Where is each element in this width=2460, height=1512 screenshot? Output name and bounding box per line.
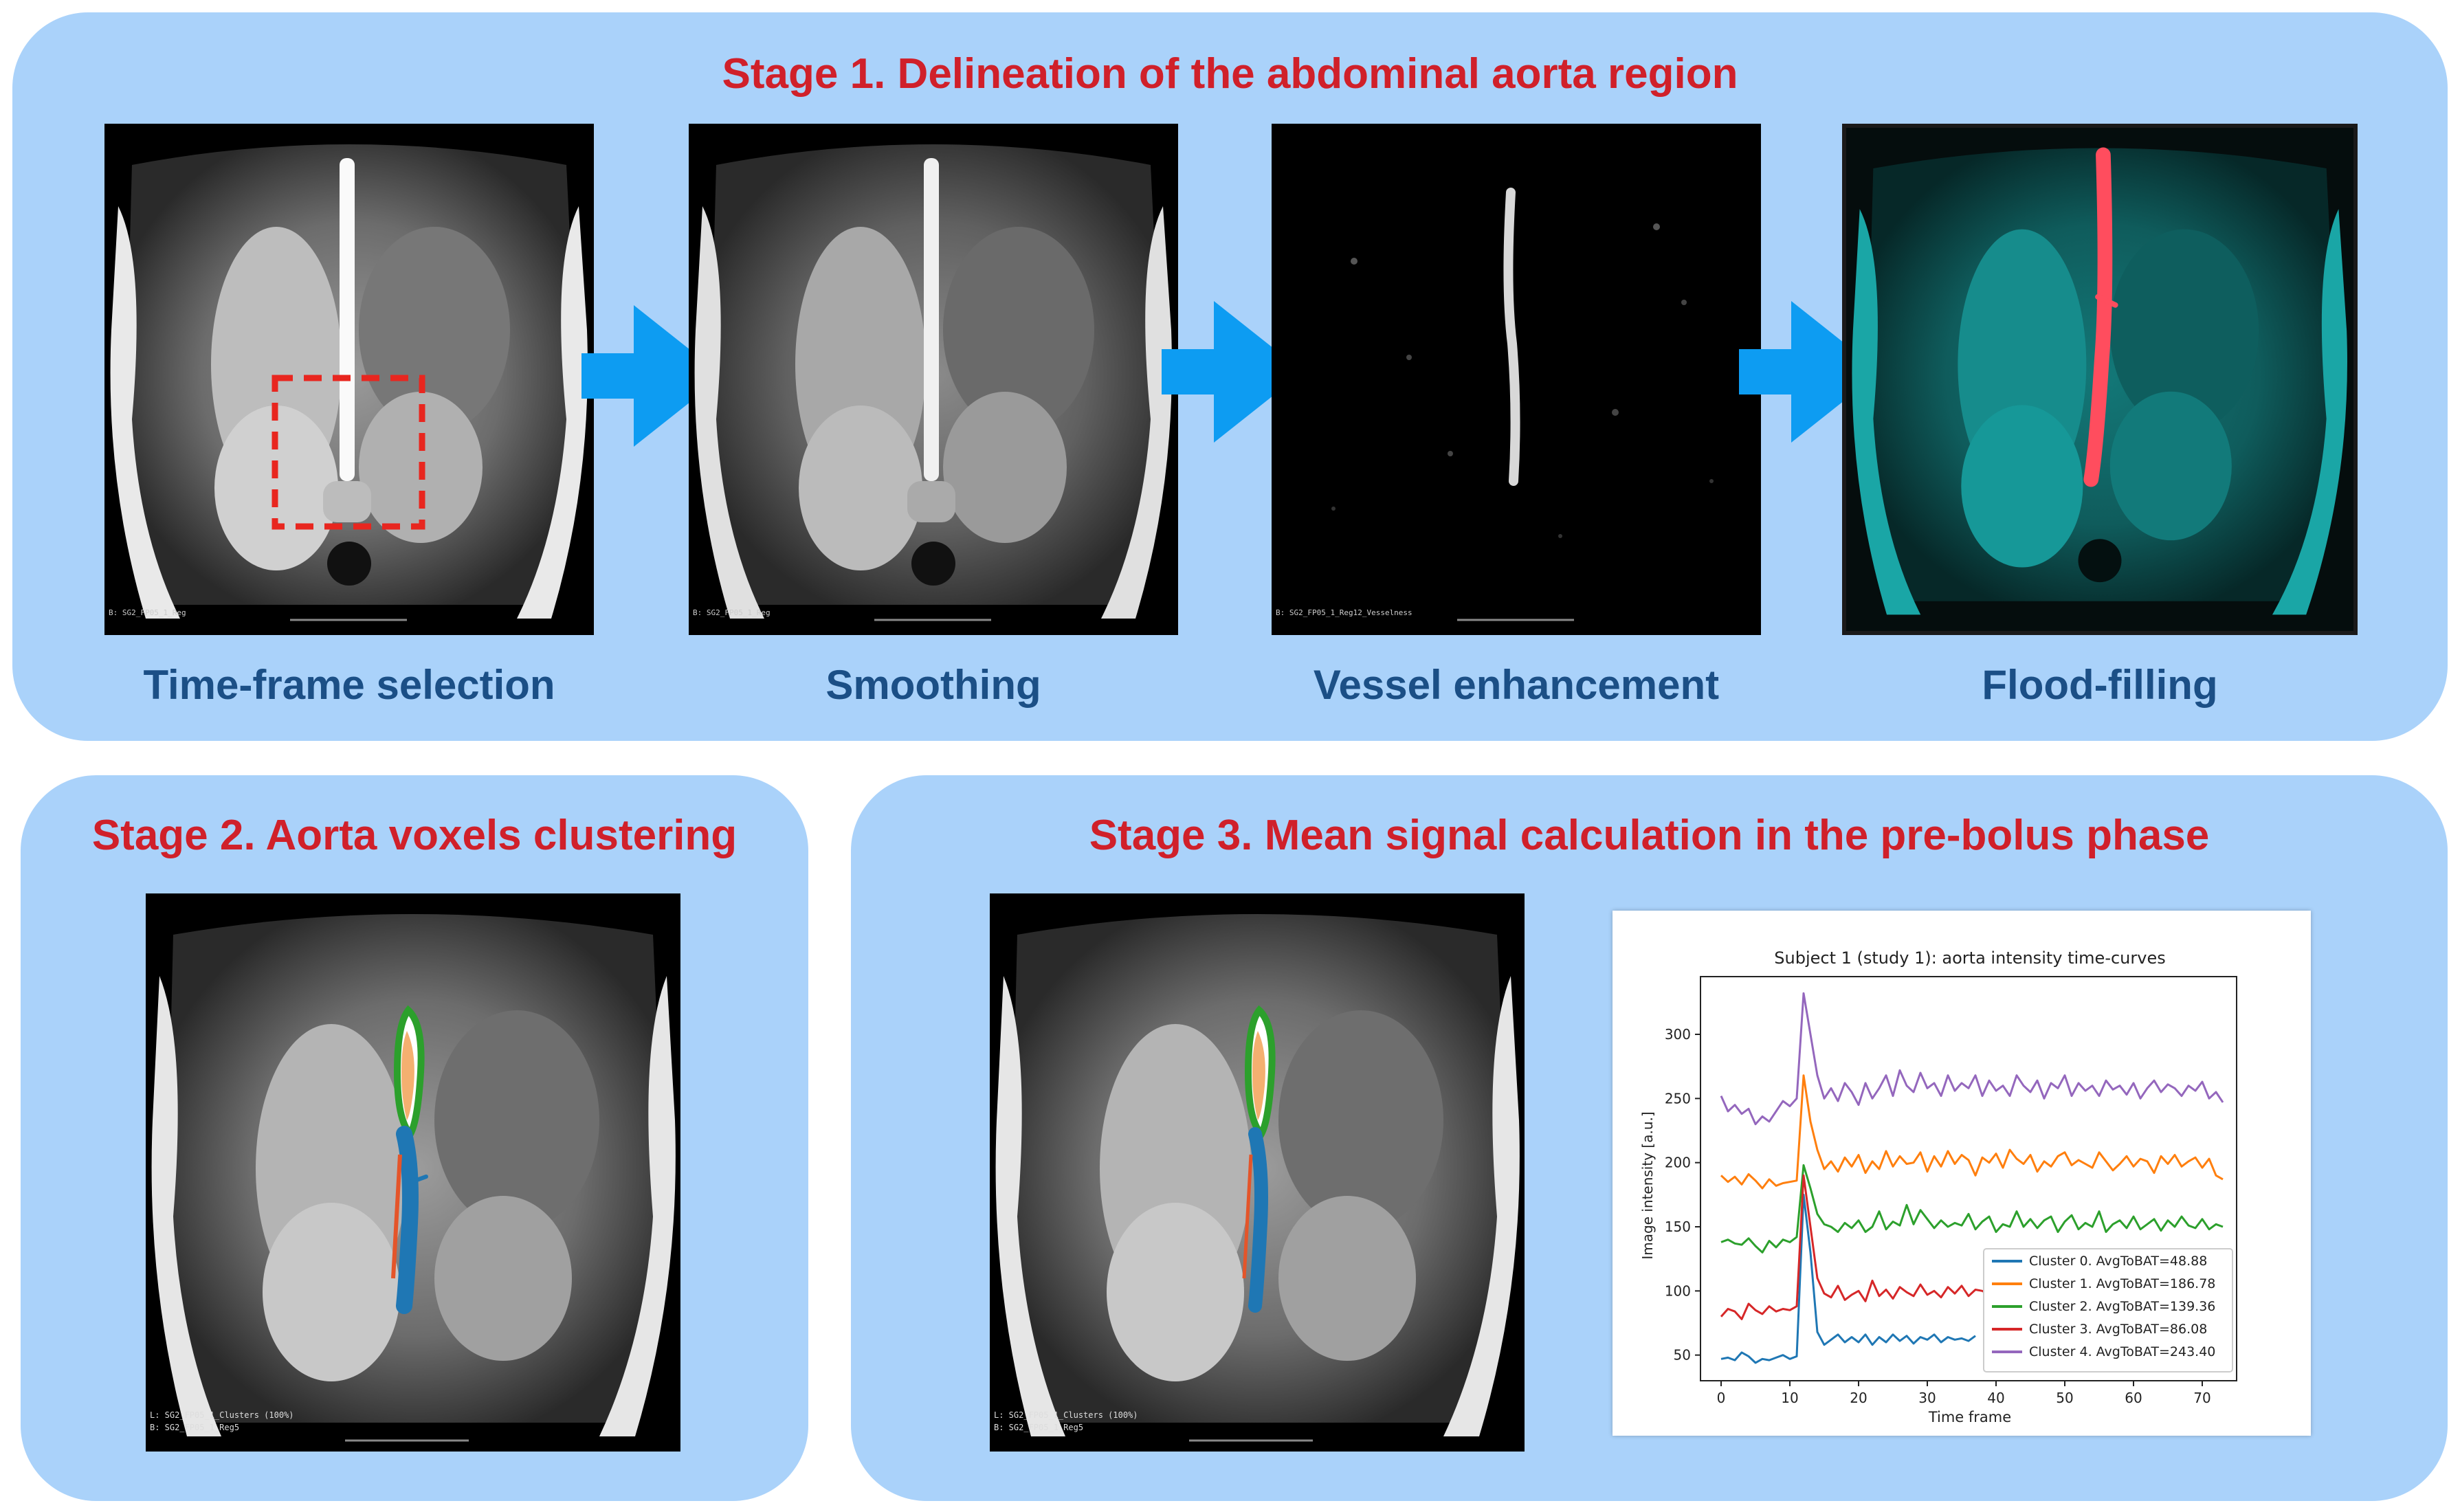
arrow-right-icon (581, 305, 723, 447)
y-tick-label: 50 (1674, 1347, 1691, 1364)
step-label-time-frame-selection: Time-frame selection (143, 662, 555, 708)
step-label-vessel-enhancement: Vessel enhancement (1313, 662, 1720, 708)
series-line-1 (1720, 1074, 2224, 1190)
x-tick-label: 70 (2193, 1390, 2210, 1406)
x-tick-label: 60 (2125, 1390, 2142, 1406)
intensity-time-curves-chart: Subject 1 (study 1): aorta intensity tim… (1613, 911, 2311, 1436)
step-label-smoothing: Smoothing (825, 662, 1041, 708)
arrow-right-icon (1162, 301, 1303, 443)
stage2-title: Stage 2. Aorta voxels clustering (91, 812, 738, 859)
scan-aorta-clusters: L: SG2_FP05_1_Clusters (100%) B: SG2_FP0… (146, 893, 680, 1452)
chart-xlabel: Time frame (1928, 1409, 2011, 1425)
roi-dashed-box (272, 375, 425, 530)
y-tick-label: 150 (1665, 1219, 1691, 1235)
y-tick-label: 200 (1665, 1155, 1691, 1171)
legend-entry: Cluster 1. AvgToBAT=186.78 (2029, 1276, 2215, 1291)
scan-caption: B: SG2_FP05_1_Reg12_Vesselness (1276, 608, 1412, 617)
scan-caption-layer: L: SG2_FP05_1_Clusters (100%) (994, 1410, 1138, 1420)
y-tick-label: 300 (1665, 1026, 1691, 1043)
step-label-flood-filling: Flood-filling (1982, 662, 2218, 708)
x-tick-label: 40 (1987, 1390, 2004, 1406)
chart-svg: Subject 1 (study 1): aorta intensity tim… (1639, 948, 2237, 1425)
scan-caption: B: SG2_FP05_1_Reg (109, 608, 186, 617)
series-line-4 (1720, 992, 2224, 1126)
stage3-title: Stage 3. Mean signal calculation in the … (1089, 812, 2210, 859)
series-line-3 (1720, 1174, 2004, 1320)
plot-area (1700, 976, 2237, 1381)
chart-ylabel: Image intensity [a.u.] (1639, 1111, 1656, 1259)
chart-title: Subject 1 (study 1): aorta intensity tim… (1774, 948, 2165, 968)
legend-box (1983, 1248, 2233, 1372)
legend-entry: Cluster 2. AvgToBAT=139.36 (2029, 1299, 2215, 1314)
scan-smoothing: B: SG2_FP05_1_Reg (689, 124, 1178, 635)
legend-entry: Cluster 0. AvgToBAT=48.88 (2029, 1254, 2207, 1269)
x-tick-label: 30 (1918, 1390, 1936, 1406)
y-tick-label: 250 (1665, 1090, 1691, 1107)
scan-time-frame-selection: B: SG2_FP05_1_Reg (104, 124, 594, 635)
y-tick-label: 100 (1665, 1282, 1691, 1299)
flood-mask (2083, 147, 2113, 487)
x-tick-label: 50 (2056, 1390, 2073, 1406)
scan-vessel-enhancement: B: SG2_FP05_1_Reg12_Vesselness (1272, 124, 1761, 635)
scan-caption: B: SG2_FP05_1_Reg (693, 608, 771, 617)
legend-entry: Cluster 4. AvgToBAT=243.40 (2029, 1344, 2215, 1359)
scan-aorta-clusters-stage3: L: SG2_FP05_1_Clusters (100%) B: SG2_FP0… (990, 893, 1525, 1452)
series-line-0 (1720, 1193, 1976, 1364)
stage1-title: Stage 1. Delineation of the abdominal ao… (722, 50, 1738, 98)
scan-caption-base: B: SG2_FP05_1_Reg5 (994, 1423, 1084, 1432)
scan-caption-layer: L: SG2_FP05_1_Clusters (100%) (150, 1410, 294, 1420)
series-line-2 (1720, 1164, 2224, 1254)
arrow-right-icon (1739, 301, 1881, 443)
x-tick-label: 10 (1781, 1390, 1798, 1406)
legend-entry: Cluster 3. AvgToBAT=86.08 (2029, 1322, 2207, 1337)
scan-caption-base: B: SG2_FP05_1_Reg5 (150, 1423, 240, 1432)
scan-flood-filling (1842, 124, 2358, 635)
x-tick-label: 0 (1717, 1390, 1726, 1406)
x-tick-label: 20 (1850, 1390, 1867, 1406)
